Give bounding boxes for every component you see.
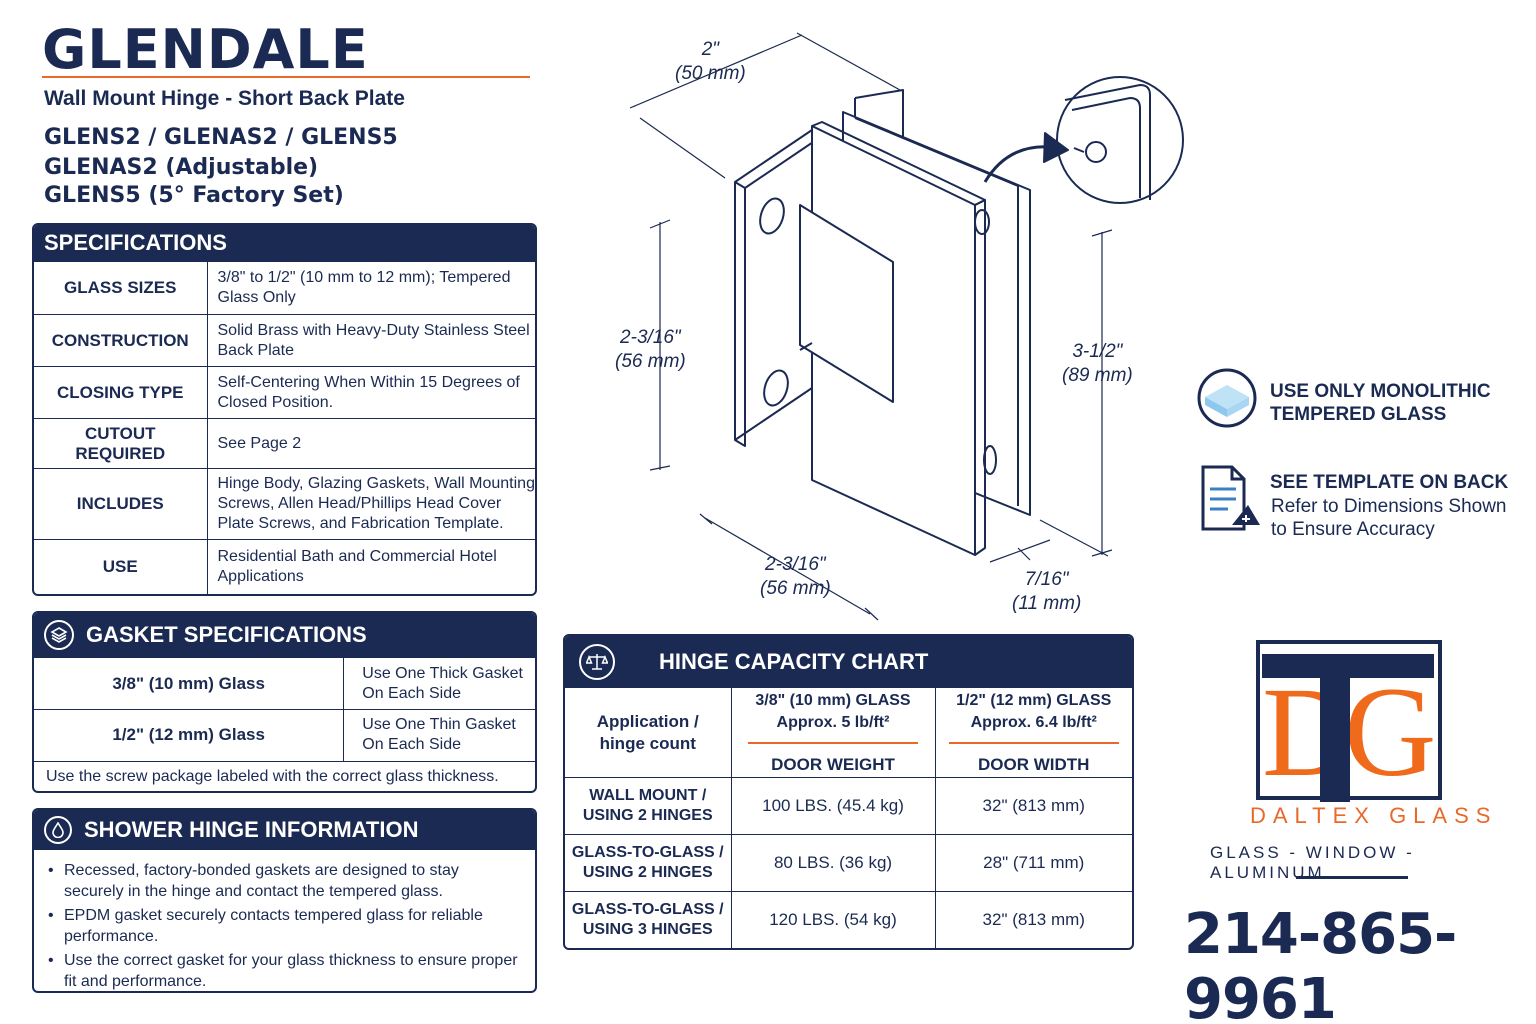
document-icon — [1201, 465, 1260, 531]
gasket-value: Use One Thick Gasket On Each Side — [343, 657, 535, 710]
table-row: GLASS-TO-GLASS /USING 2 HINGES 80 LBS. (… — [565, 834, 1132, 892]
row-door-weight: 120 LBS. (54 kg) — [731, 891, 936, 948]
spec-row: CONSTRUCTION Solid Brass with Heavy-Duty… — [34, 314, 535, 367]
logo-letter-t-stem — [1320, 670, 1350, 802]
spec-row: USE Residential Bath and Commercial Hote… — [34, 539, 535, 594]
template-note-title: SEE TEMPLATE ON BACK — [1270, 472, 1509, 493]
spec-label: USE — [34, 539, 208, 594]
table-row: WALL MOUNT /USING 2 HINGES 100 LBS. (45.… — [565, 777, 1132, 835]
gasket-panel: GASKET SPECIFICATIONS 3/8" (10 mm) Glass… — [32, 611, 537, 793]
title-divider — [42, 76, 530, 78]
spec-label: CUTOUT REQUIRED — [34, 418, 208, 469]
gasket-note: Use the screw package labeled with the c… — [34, 760, 535, 792]
spec-value: See Page 2 — [207, 418, 535, 469]
gasket-row: 1/2" (12 mm) Glass Use One Thin Gasket O… — [34, 709, 535, 761]
list-item: Recessed, factory-bonded gaskets are des… — [48, 860, 521, 902]
shower-info-title: SHOWER HINGE INFORMATION — [84, 817, 419, 842]
specifications-table: GLASS SIZES 3/8" to 1/2" (10 mm to 12 mm… — [34, 261, 535, 594]
gasket-table: 3/8" (10 mm) Glass Use One Thick Gasket … — [34, 657, 535, 761]
list-item: EPDM gasket securely contacts tempered g… — [48, 905, 521, 947]
spec-row: GLASS SIZES 3/8" to 1/2" (10 mm to 12 mm… — [34, 261, 535, 315]
spec-label: CONSTRUCTION — [34, 314, 208, 367]
dim-right: 3-1/2"(89 mm) — [1062, 341, 1133, 386]
dim-depth: 7/16"(11 mm) — [1012, 569, 1082, 614]
orange-divider — [748, 741, 918, 744]
row-application: GLASS-TO-GLASS /USING 2 HINGES — [565, 834, 732, 892]
spec-value: Residential Bath and Commercial Hotel Ap… — [207, 539, 535, 594]
capacity-header: HINGE CAPACITY CHART — [565, 636, 1132, 687]
gasket-label: 3/8" (10 mm) Glass — [34, 657, 345, 710]
capacity-panel: HINGE CAPACITY CHART Application /hinge … — [563, 634, 1134, 950]
model-factory-set: GLENS5 (5° Factory Set) — [44, 183, 344, 208]
orange-divider — [948, 741, 1119, 744]
row-application: WALL MOUNT /USING 2 HINGES — [565, 777, 732, 835]
row-door-weight: 80 LBS. (36 kg) — [731, 834, 936, 892]
water-drop-icon — [44, 816, 72, 844]
spec-row: INCLUDES Hinge Body, Glazing Gaskets, Wa… — [34, 468, 535, 540]
brand-name: DALTEX GLASS — [1250, 803, 1498, 828]
capacity-header-row: Application /hinge count 3/8" (10 mm) GL… — [565, 687, 1132, 778]
shower-info-header: SHOWER HINGE INFORMATION — [34, 810, 535, 850]
phone-number: 214-865-9961 — [1184, 902, 1457, 1024]
spec-value: 3/8" to 1/2" (10 mm to 12 mm); Tempered … — [207, 261, 535, 315]
specifications-header: SPECIFICATIONS — [34, 225, 535, 261]
row-door-width: 32" (813 mm) — [935, 777, 1132, 835]
logo-letter-g: G — [1344, 661, 1437, 803]
spec-value: Solid Brass with Heavy-Duty Stainless St… — [207, 314, 535, 367]
model-adjustable: GLENAS2 (Adjustable) — [44, 155, 319, 180]
row-door-weight: 100 LBS. (45.4 kg) — [731, 777, 936, 835]
scale-icon — [579, 643, 615, 680]
capacity-table: Application /hinge count 3/8" (10 mm) GL… — [565, 687, 1132, 948]
gasket-value: Use One Thin Gasket On Each Side — [343, 709, 535, 761]
layers-icon — [44, 620, 74, 650]
shower-info-list: Recessed, factory-bonded gaskets are des… — [34, 850, 535, 991]
brand-tagline: GLASS - WINDOW - ALUMINUM — [1210, 843, 1415, 882]
model-numbers: GLENS2 / GLENAS2 / GLENS5 — [44, 125, 398, 150]
gasket-row: 3/8" (10 mm) Glass Use One Thick Gasket … — [34, 657, 535, 710]
shower-info-panel: SHOWER HINGE INFORMATION Recessed, facto… — [32, 808, 537, 993]
page-title: GLENDALE — [42, 18, 369, 81]
capacity-title: HINGE CAPACITY CHART — [659, 648, 929, 674]
product-subtitle: Wall Mount Hinge - Short Back Plate — [44, 87, 405, 110]
spec-value: Hinge Body, Glazing Gaskets, Wall Mounti… — [207, 468, 535, 540]
spec-label: INCLUDES — [34, 468, 208, 540]
spec-row: CUTOUT REQUIRED See Page 2 — [34, 418, 535, 469]
spec-value: Self-Centering When Within 15 Degrees of… — [207, 366, 535, 419]
dim-left: 2-3/16"(56 mm) — [615, 327, 686, 372]
hinge-drawing — [629, 32, 1184, 621]
spec-label: GLASS SIZES — [34, 261, 208, 315]
dim-top: 2"(50 mm) — [675, 39, 746, 84]
col-application-header: Application /hinge count — [565, 687, 732, 778]
brand-divider — [1296, 876, 1408, 879]
row-application: GLASS-TO-GLASS /USING 3 HINGES — [565, 891, 732, 948]
row-door-width: 28" (711 mm) — [935, 834, 1132, 892]
gasket-label: 1/2" (12 mm) Glass — [34, 709, 345, 761]
spec-row: CLOSING TYPE Self-Centering When Within … — [34, 366, 535, 419]
row-door-width: 32" (813 mm) — [935, 891, 1132, 948]
specifications-panel: SPECIFICATIONS GLASS SIZES 3/8" to 1/2" … — [32, 223, 537, 596]
table-row: GLASS-TO-GLASS /USING 3 HINGES 120 LBS. … — [565, 891, 1132, 948]
glass-pane-icon — [1197, 368, 1257, 428]
list-item: Use the correct gasket for your glass th… — [48, 950, 521, 991]
gasket-header: GASKET SPECIFICATIONS — [34, 613, 535, 657]
spec-label: CLOSING TYPE — [34, 366, 208, 419]
dim-bottom: 2-3/16"(56 mm) — [760, 554, 831, 599]
gasket-title: GASKET SPECIFICATIONS — [86, 622, 367, 647]
